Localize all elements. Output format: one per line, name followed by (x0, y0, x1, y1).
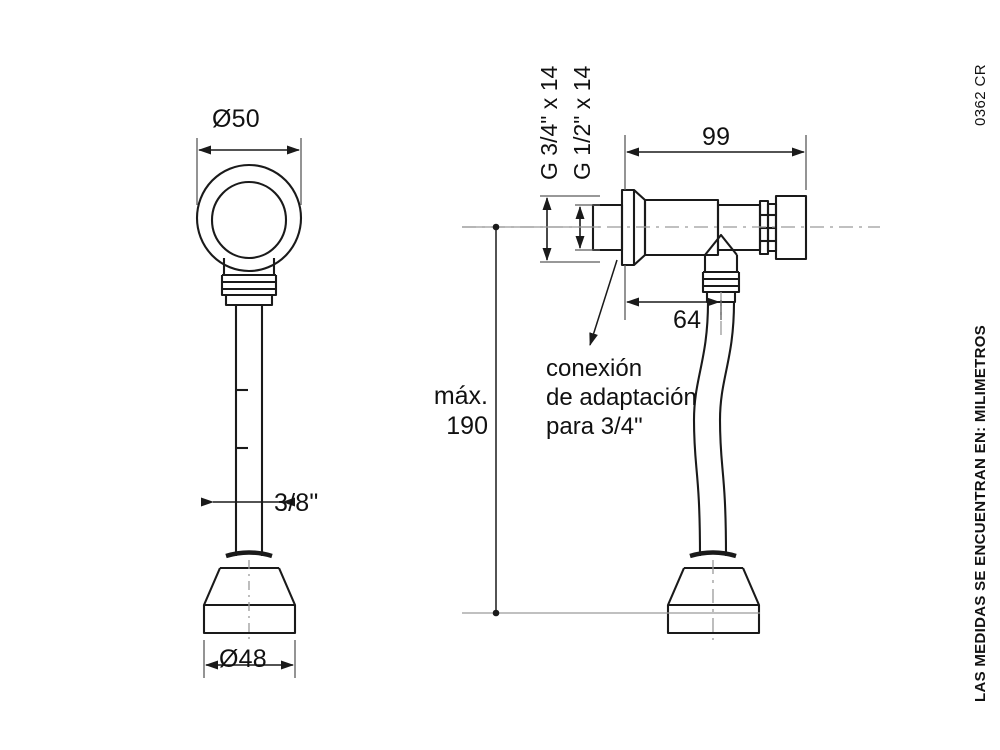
base-diameter-label: Ø48 (219, 645, 267, 673)
right-view-dimensions (462, 135, 807, 617)
left-view-geometry (195, 163, 303, 635)
thread-lower-label: G 1/2" x 14 (569, 65, 595, 180)
base-cylinder (202, 605, 297, 635)
ring-inner-circle (210, 180, 288, 260)
valve-body-main (643, 198, 720, 257)
pipe-left-curve (692, 301, 710, 557)
outlet-offset-label: 64 (673, 306, 702, 334)
nut-lower (224, 295, 274, 307)
right-view-centerlines (462, 226, 880, 640)
unit-note-label: LAS MEDIDAS SE ENCUENTRAN EN: MILIMETROS (972, 324, 989, 702)
outlet-cone (704, 233, 738, 256)
right-base-collar (689, 550, 737, 559)
pipe-thread-label: 3/8" (274, 489, 319, 517)
push-button-cap (774, 194, 808, 261)
ring-outer-circle (195, 163, 303, 273)
ring-diameter-label: Ø50 (212, 105, 260, 133)
callout-leader-line (589, 259, 618, 346)
ring-collar-sides (222, 258, 276, 275)
height-max-label-line1: máx. (433, 382, 488, 410)
right-base-cone (666, 567, 761, 607)
outlet-nut (701, 272, 741, 294)
callout-line-3: para 3/4" (546, 413, 643, 440)
body-length-label: 99 (702, 123, 731, 151)
callout-line-2: de adaptación (546, 384, 697, 411)
base-collar-curve (225, 550, 273, 559)
callout-line-1: conexión (546, 355, 643, 382)
nut-body (220, 275, 278, 297)
thread-upper-label: G 3/4" x 14 (536, 65, 562, 180)
right-base-cylinder (666, 605, 761, 635)
button-collar-1 (758, 199, 770, 256)
pipe-right-curve (718, 301, 736, 557)
height-max-label-line2: 190 (446, 412, 488, 440)
outlet-neck (703, 255, 739, 274)
left-view-dimensions (196, 138, 302, 678)
product-code-label: 0362 CR (972, 63, 989, 126)
